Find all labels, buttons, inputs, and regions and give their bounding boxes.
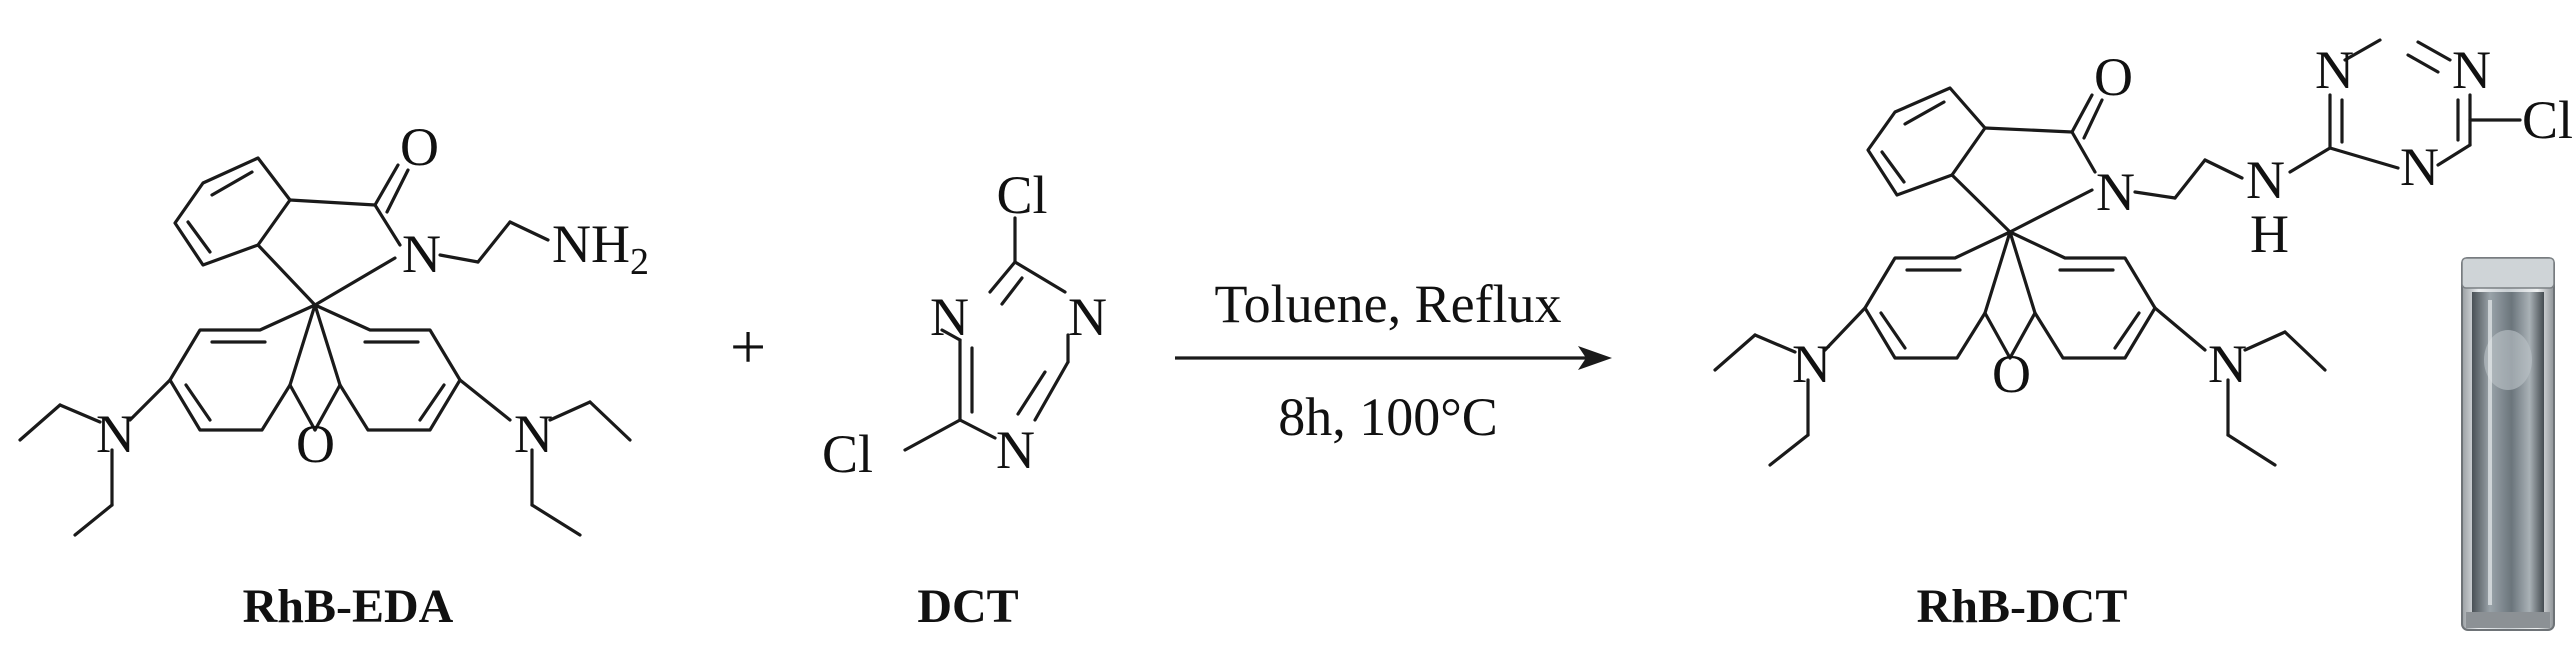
reaction-arrow-group: Toluene, Reflux 8h, 100°C (1175, 274, 1612, 447)
rhb-dct-triazine-cl: Cl (2522, 90, 2573, 150)
arrow-head-icon (1578, 346, 1612, 370)
rhb-eda-right-n: N (514, 404, 553, 464)
rhb-dct-nh-n: N (2246, 150, 2285, 210)
rhb-eda-carbonyl-o: O (400, 117, 439, 177)
cuvette-cap (2461, 257, 2555, 289)
dct-n-bottom: N (996, 420, 1035, 480)
rhb-dct-right-n: N (2208, 334, 2247, 394)
rhb-dct-left-n: N (1792, 334, 1831, 394)
rhb-dct-nh-h: H (2250, 204, 2289, 264)
plus-operator: + (730, 311, 766, 382)
rhb-dct-ring-o: O (1992, 344, 2031, 404)
condition-bottom: 8h, 100°C (1278, 387, 1498, 447)
rhb-dct-triazine-n1: N (2315, 40, 2354, 100)
dct-n-left: N (930, 287, 969, 347)
rhb-eda-lactam-n: N (402, 224, 441, 284)
cuvette-photo (2461, 257, 2555, 631)
rhb-dct-triazine-n2: N (2452, 40, 2491, 100)
dct-cl-left: Cl (822, 424, 873, 484)
rhb-eda-amine-nh: NH (552, 214, 630, 274)
dct-n-right: N (1068, 287, 1107, 347)
rhb-eda-amine-label: NH2 (552, 214, 649, 283)
dct-structure: Cl N N N Cl DCT (822, 165, 1107, 633)
condition-top: Toluene, Reflux (1214, 274, 1561, 334)
cuvette-base (2466, 612, 2550, 628)
rhb-eda-amine-subscript: 2 (630, 241, 649, 283)
cuvette-reflection (2484, 330, 2532, 390)
rhb-dct-carbonyl-o: O (2094, 47, 2133, 107)
dct-cl-top: Cl (996, 165, 1047, 225)
rhb-dct-name: RhB-DCT (1917, 580, 2128, 633)
rhb-dct-triazine-n3: N (2400, 137, 2439, 197)
dct-name: DCT (917, 580, 1018, 633)
rhb-dct-structure: O N N H N N N Cl N N O RhB-DCT (1713, 38, 2573, 633)
rhb-eda-name: RhB-EDA (243, 580, 454, 633)
rhb-dct-lactam-n: N (2096, 162, 2135, 222)
rhb-eda-left-n: N (96, 404, 135, 464)
rhb-eda-ring-o: O (296, 414, 335, 474)
rhb-eda-structure: O N NH2 N N O RhB-EDA (18, 117, 649, 633)
